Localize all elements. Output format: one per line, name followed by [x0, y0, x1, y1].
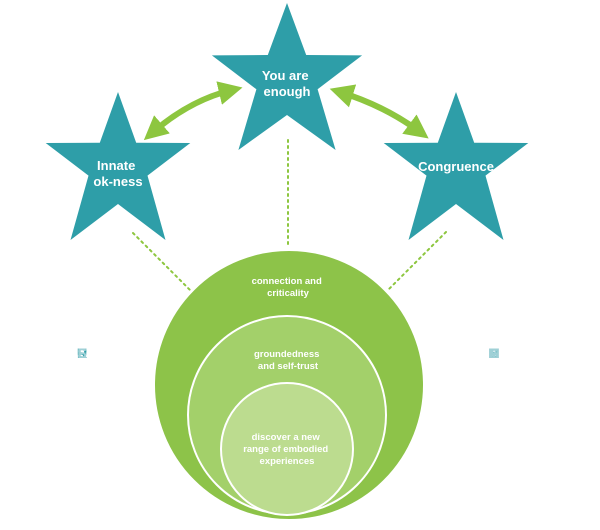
dotted-connector-left — [132, 232, 191, 291]
circle-outer-label-line-2: criticality — [267, 288, 309, 299]
shame-letter: H — [488, 345, 500, 361]
circle-inner — [220, 382, 354, 516]
svg-text:Innate ok-ness: Innate ok-ness — [93, 158, 142, 189]
rules-letter: U — [76, 345, 88, 361]
dotted-connector-right — [387, 231, 447, 291]
star-center-label-line-2: enough — [264, 84, 311, 99]
circle-middle-label-line-2: and self-trust — [258, 361, 319, 372]
star-you-are-enough: You are enough — [211, 3, 363, 150]
shame-letter: E — [489, 345, 499, 361]
star-left-label-line-1: Innate — [97, 158, 135, 173]
star-innate-ok-ness: Innate ok-ness — [45, 92, 191, 240]
rules-letter: L — [77, 345, 87, 361]
shame-letter: M — [488, 345, 500, 361]
svg-text:discover a new range of: discover a new range of embodied experie… — [243, 432, 331, 467]
double-arrow-right — [329, 84, 429, 139]
circle-middle-label-line-1: groundedness — [254, 349, 319, 360]
star-right-label-line-1: Congruence — [418, 159, 494, 174]
star-congruence: Congruence — [383, 92, 529, 240]
svg-text:groundedness and self-tr: groundedness and self-trust — [254, 349, 322, 372]
double-arrow-left — [143, 81, 243, 141]
star-shape-right — [383, 92, 529, 240]
shame-letter: S — [489, 345, 499, 361]
star-shape-left — [45, 92, 191, 240]
circle-outer-label-line-1: connection and — [252, 276, 322, 287]
star-center-label-line-1: You are — [262, 68, 309, 83]
rules-letter: E — [77, 345, 87, 361]
concentric-circles: connection and criticality groundedness … — [153, 249, 425, 521]
star-left-label-line-2: ok-ness — [93, 174, 142, 189]
svg-text:Congruence: Congruence — [418, 159, 494, 174]
rules-letter: S — [77, 345, 87, 361]
star-shape-center — [211, 3, 363, 150]
rules-letter: R — [76, 345, 88, 361]
circle-inner-label-line-3: experiences — [260, 456, 315, 467]
svg-text:connection and criticali: connection and criticality — [252, 276, 325, 299]
circle-inner-label-line-1: discover a new — [252, 432, 321, 443]
svg-text:You are enough: You are enough — [262, 68, 312, 99]
shame-letter: A — [488, 345, 500, 361]
circle-inner-label-line-2: range of embodied — [243, 444, 328, 455]
